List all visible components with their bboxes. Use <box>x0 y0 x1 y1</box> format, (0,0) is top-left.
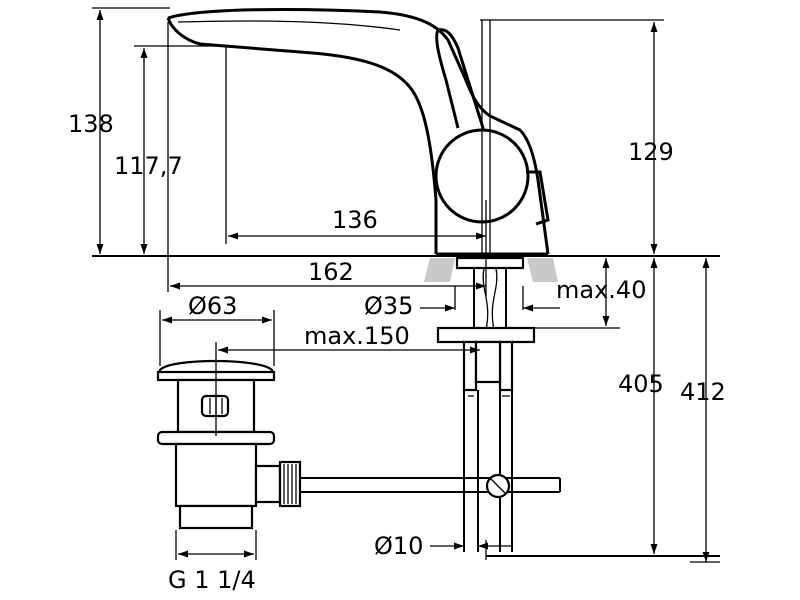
dim-below-deck-2: 412 <box>680 378 726 406</box>
dim-rod-diameter: Ø10 <box>374 532 423 560</box>
faucet-body <box>166 8 550 256</box>
deck-section <box>424 258 558 282</box>
dim-max-deck: max.40 <box>556 276 646 304</box>
dim-overall-height: 138 <box>68 110 114 138</box>
dim-drain-thread: G 1 1/4 <box>168 566 256 594</box>
dim-below-deck-1: 405 <box>618 370 664 398</box>
dimension-labels: 138 117,7 129 136 162 Ø63 Ø35 max.40 max… <box>68 110 726 594</box>
extension-lines <box>92 7 664 560</box>
under-deck-assembly <box>436 256 720 560</box>
dimension-lines <box>96 9 720 563</box>
dim-body-height: 129 <box>628 138 674 166</box>
dim-base-diameter: Ø35 <box>364 292 413 320</box>
dim-drain-diameter: Ø63 <box>188 292 237 320</box>
dim-max-rod: max.150 <box>304 322 410 350</box>
dim-overall-length: 162 <box>308 258 354 286</box>
dim-spout-reach: 136 <box>332 206 378 234</box>
dim-spout-height: 117,7 <box>114 152 183 180</box>
